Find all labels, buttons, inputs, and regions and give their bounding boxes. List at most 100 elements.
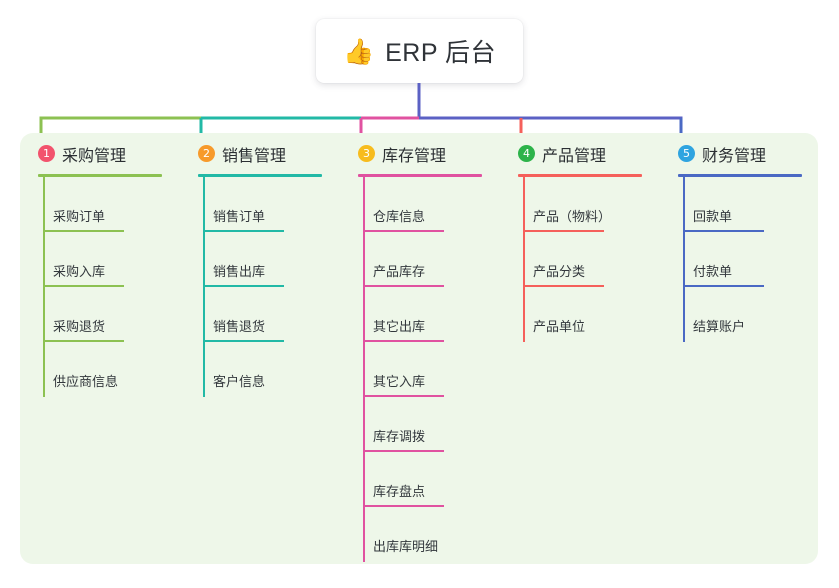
item-spine xyxy=(683,177,685,232)
tree-item[interactable]: 客户信息 xyxy=(180,342,340,397)
item-label: 产品库存 xyxy=(373,264,426,279)
item-spine xyxy=(363,507,365,562)
item-spine xyxy=(363,177,365,232)
item-label: 其它入库 xyxy=(373,374,426,389)
column-header-rule-2 xyxy=(198,174,322,177)
item-spine xyxy=(363,452,365,507)
tree-item[interactable]: 库存调拨 xyxy=(340,397,500,452)
item-rule xyxy=(363,230,444,232)
column-title-1: 采购管理 xyxy=(62,147,127,165)
item-rule xyxy=(523,285,604,287)
item-label: 销售订单 xyxy=(213,209,266,224)
item-label: 采购订单 xyxy=(53,209,106,224)
item-rule xyxy=(363,450,444,452)
tree-panel xyxy=(20,133,818,564)
tree-item[interactable]: 供应商信息 xyxy=(20,342,180,397)
column-header-1[interactable]: 1 采购管理 xyxy=(20,133,180,174)
item-label: 产品分类 xyxy=(533,264,586,279)
item-spine xyxy=(523,232,525,287)
tree-item[interactable]: 回款单 xyxy=(660,177,820,232)
item-rule xyxy=(363,340,444,342)
item-label: 采购入库 xyxy=(53,264,106,279)
column-items-2: 销售订单销售出库销售退货客户信息 xyxy=(180,177,340,397)
item-rule xyxy=(203,230,284,232)
tree-item[interactable]: 库存盘点 xyxy=(340,452,500,507)
item-spine xyxy=(43,342,45,397)
item-label: 产品单位 xyxy=(533,319,586,334)
item-label: 库存调拨 xyxy=(373,429,426,444)
item-spine xyxy=(43,177,45,232)
column-items-4: 产品（物料） 产品分类产品单位 xyxy=(500,177,660,342)
item-label: 仓库信息 xyxy=(373,209,426,224)
item-spine xyxy=(363,397,365,452)
item-spine xyxy=(363,287,365,342)
tree-item[interactable]: 采购入库 xyxy=(20,232,180,287)
column-badge-5: 5 xyxy=(678,145,695,162)
tree-item[interactable]: 产品单位 xyxy=(500,287,660,342)
column-header-4[interactable]: 4 产品管理 xyxy=(500,133,660,174)
tree-item[interactable]: 销售订单 xyxy=(180,177,340,232)
column-header-rule-5 xyxy=(678,174,802,177)
tree-item[interactable]: 产品分类 xyxy=(500,232,660,287)
item-spine xyxy=(523,177,525,232)
tree-item[interactable]: 其它入库 xyxy=(340,342,500,397)
tree-item[interactable]: 销售出库 xyxy=(180,232,340,287)
item-spine xyxy=(203,232,205,287)
item-label: 采购退货 xyxy=(53,319,106,334)
item-spine xyxy=(203,287,205,342)
item-rule xyxy=(43,230,124,232)
tree-item[interactable]: 采购订单 xyxy=(20,177,180,232)
item-label: 供应商信息 xyxy=(53,374,119,389)
root-node-card[interactable]: 👍 ERP 后台 xyxy=(316,19,523,83)
item-spine xyxy=(363,232,365,287)
column-title-4: 产品管理 xyxy=(542,147,607,165)
tree-item[interactable]: 仓库信息 xyxy=(340,177,500,232)
column-items-1: 采购订单采购入库采购退货供应商信息 xyxy=(20,177,180,397)
item-spine xyxy=(203,177,205,232)
tree-item[interactable]: 采购退货 xyxy=(20,287,180,342)
item-rule xyxy=(363,395,444,397)
column-badge-4: 4 xyxy=(518,145,535,162)
tree-item[interactable]: 付款单 xyxy=(660,232,820,287)
column-1: 1 采购管理采购订单采购入库采购退货供应商信息 xyxy=(20,133,180,397)
item-label: 其它出库 xyxy=(373,319,426,334)
item-spine xyxy=(683,287,685,342)
item-label: 结算账户 xyxy=(693,319,746,334)
item-label: 出库库明细 xyxy=(373,539,439,554)
tree-item[interactable]: 出库库明细 xyxy=(340,507,500,562)
item-label: 付款单 xyxy=(693,264,733,279)
column-items-5: 回款单付款单结算账户 xyxy=(660,177,820,342)
root-node-title: ERP 后台 xyxy=(385,39,497,67)
item-rule xyxy=(203,285,284,287)
item-spine xyxy=(363,342,365,397)
item-label: 销售退货 xyxy=(213,319,266,334)
tree-item[interactable]: 产品（物料） xyxy=(500,177,660,232)
tree-item[interactable]: 其它出库 xyxy=(340,287,500,342)
item-spine xyxy=(523,287,525,342)
tree-item[interactable]: 产品库存 xyxy=(340,232,500,287)
column-5: 5 财务管理回款单付款单结算账户 xyxy=(660,133,820,342)
column-header-rule-4 xyxy=(518,174,642,177)
column-header-5[interactable]: 5 财务管理 xyxy=(660,133,820,174)
item-rule xyxy=(363,505,444,507)
tree-item[interactable]: 结算账户 xyxy=(660,287,820,342)
tree-item[interactable]: 销售退货 xyxy=(180,287,340,342)
item-spine xyxy=(203,342,205,397)
column-4: 4 产品管理产品（物料） 产品分类产品单位 xyxy=(500,133,660,342)
column-header-rule-3 xyxy=(358,174,482,177)
item-label: 回款单 xyxy=(693,209,733,224)
item-spine xyxy=(43,232,45,287)
column-title-5: 财务管理 xyxy=(702,147,767,165)
column-badge-1: 1 xyxy=(38,145,55,162)
item-rule xyxy=(523,230,604,232)
column-items-3: 仓库信息产品库存其它出库其它入库库存调拨库存盘点出库库明细 xyxy=(340,177,500,562)
item-rule xyxy=(363,285,444,287)
item-label: 产品（物料） xyxy=(533,209,612,224)
item-label: 客户信息 xyxy=(213,374,266,389)
